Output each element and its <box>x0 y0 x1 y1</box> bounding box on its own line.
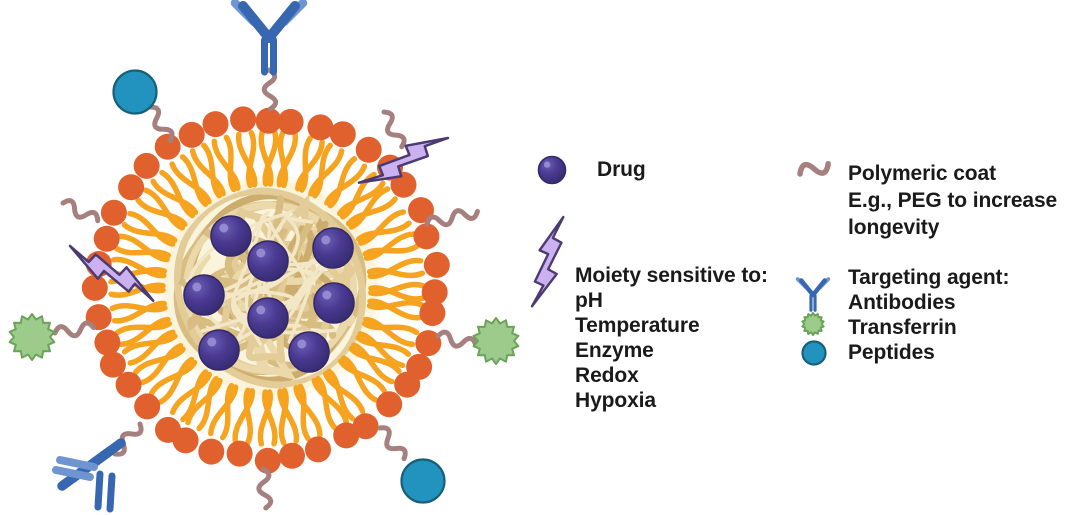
moiety-lightning-icon <box>530 215 565 308</box>
targeting-agent-text: Targeting agent: Antibodies Transferrin … <box>848 265 1009 365</box>
peg-squiggle-icon <box>256 466 274 511</box>
drug-sphere-icon <box>247 297 289 339</box>
moiety-item: pH <box>575 289 603 312</box>
peg-squiggle-icon <box>60 198 101 224</box>
moiety-item: Redox <box>575 364 639 387</box>
targeting-item: Antibodies <box>848 291 956 314</box>
targeting-title: Targeting agent: <box>848 266 1010 289</box>
targeting-item: Peptides <box>848 341 935 364</box>
drug-sphere-icon <box>198 329 240 371</box>
polymeric-coat-text: Polymeric coat E.g., PEG to increase lon… <box>848 160 1057 241</box>
drug-sphere-icon <box>537 155 567 185</box>
peptide-icon <box>112 69 158 115</box>
antibody-icon <box>52 438 126 513</box>
peptide-icon <box>801 340 827 366</box>
drug-sphere-icon <box>210 215 252 257</box>
drug-sphere-icon <box>247 240 289 282</box>
moiety-item: Hypoxia <box>575 389 656 412</box>
lipid-layer-ring <box>81 106 450 474</box>
polymeric-line: E.g., PEG to increase <box>848 189 1058 212</box>
drug-sphere-icon <box>183 274 225 316</box>
polymeric-line: longevity <box>848 216 940 239</box>
moiety-item: Enzyme <box>575 339 654 362</box>
peg-squiggle-icon <box>381 109 407 150</box>
drug-sphere-icon <box>288 331 330 373</box>
moiety-lightning-icon <box>68 244 155 303</box>
peg-squiggle-icon <box>435 329 479 349</box>
encapsulated-drugs <box>183 215 355 373</box>
peg-squiggle-icon <box>147 104 175 143</box>
drug-sphere-icon <box>313 282 355 324</box>
peg-squiggle-icon <box>52 320 97 339</box>
antibody-icon <box>230 0 308 76</box>
moiety-item: Temperature <box>575 314 700 337</box>
antibody-icon <box>795 277 831 312</box>
drug-label: Drug <box>597 158 646 181</box>
polymeric-line: Polymeric coat <box>848 162 996 185</box>
peg-squiggle-icon <box>112 421 144 457</box>
peg-squiggle-icon <box>424 208 480 228</box>
transferrin-icon <box>8 313 56 361</box>
peg-squiggle-icon <box>377 425 408 462</box>
moiety-lightning-icon <box>357 136 450 184</box>
peptide-icon <box>400 458 446 504</box>
peg-squiggle-icon <box>261 67 279 112</box>
transferrin-icon <box>801 312 825 336</box>
polymeric-coat-icon <box>797 160 831 177</box>
targeting-item: Transferrin <box>848 316 957 339</box>
drug-sphere-icon <box>312 227 354 269</box>
moiety-title: Moiety sensitive to: <box>575 264 768 287</box>
moiety-legend-text: Moiety sensitive to: pH Temperature Enzy… <box>575 263 768 413</box>
transferrin-icon <box>472 317 520 365</box>
